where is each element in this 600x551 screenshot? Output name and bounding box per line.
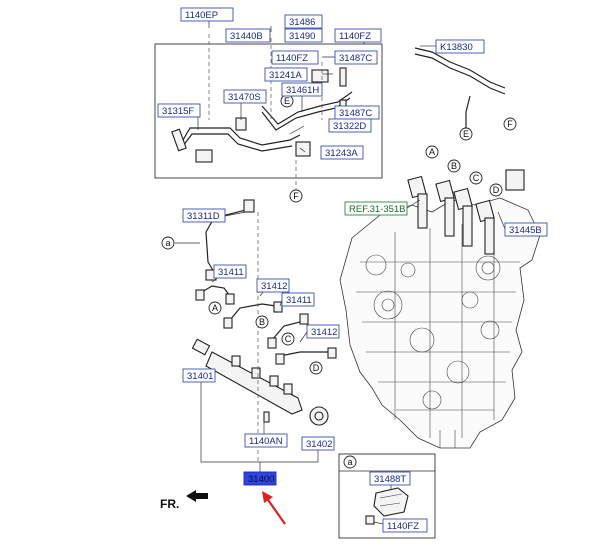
inset-detail-a: a 31488T 1140FZ bbox=[338, 453, 436, 539]
svg-text:FR.: FR. bbox=[160, 497, 179, 511]
svg-text:31470S: 31470S bbox=[228, 92, 261, 103]
callout-circle-A-pipe: A bbox=[208, 301, 222, 315]
front-arrow-icon bbox=[186, 490, 208, 502]
svg-text:31487C: 31487C bbox=[339, 53, 372, 64]
svg-text:D: D bbox=[313, 363, 320, 373]
callout-circle-B-injector: B bbox=[447, 159, 461, 173]
callout-circle-C-injector: C bbox=[469, 171, 483, 185]
svg-text:31490: 31490 bbox=[289, 31, 315, 42]
part-label-31461H[interactable]: 31461H bbox=[281, 82, 323, 97]
part-label-31411-a[interactable]: 31411 bbox=[213, 264, 247, 279]
part-label-1140FZ-top[interactable]: 1140FZ bbox=[334, 28, 382, 43]
svg-text:31401: 31401 bbox=[187, 371, 213, 382]
svg-text:A: A bbox=[212, 303, 218, 313]
part-label-1140AN[interactable]: 1140AN bbox=[244, 433, 288, 448]
injector-return-rail bbox=[414, 47, 506, 137]
svg-text:1140FZ: 1140FZ bbox=[387, 521, 419, 532]
svg-text:31402: 31402 bbox=[306, 439, 332, 450]
svg-text:31311D: 31311D bbox=[187, 211, 220, 222]
part-label-31412-a[interactable]: 31412 bbox=[256, 278, 290, 293]
svg-text:31411: 31411 bbox=[218, 267, 244, 278]
part-label-1140FZ-mid[interactable]: 1140FZ bbox=[271, 50, 319, 65]
part-label-31241A[interactable]: 31241A bbox=[264, 67, 308, 82]
svg-text:A: A bbox=[429, 147, 435, 157]
svg-text:31487C: 31487C bbox=[339, 108, 372, 119]
svg-text:31488T: 31488T bbox=[374, 474, 406, 485]
callout-circle-a-main: a bbox=[161, 236, 175, 250]
svg-text:31461H: 31461H bbox=[286, 85, 319, 96]
svg-text:31400: 31400 bbox=[248, 474, 274, 485]
svg-text:C: C bbox=[473, 173, 480, 183]
svg-text:31486: 31486 bbox=[289, 17, 315, 28]
svg-text:31412: 31412 bbox=[311, 327, 337, 338]
svg-text:REF.31-351B: REF.31-351B bbox=[349, 204, 406, 215]
svg-text:B: B bbox=[259, 317, 265, 327]
svg-text:31445B: 31445B bbox=[509, 225, 542, 236]
part-label-31486[interactable]: 31486 bbox=[284, 14, 323, 29]
part-label-31470S[interactable]: 31470S bbox=[223, 89, 267, 104]
svg-text:31243A: 31243A bbox=[325, 148, 358, 159]
callout-circle-F-right: F bbox=[503, 117, 517, 131]
callout-circle-D-pipe: D bbox=[309, 361, 323, 375]
part-label-31402[interactable]: 31402 bbox=[301, 436, 335, 451]
svg-text:31411: 31411 bbox=[286, 295, 312, 306]
part-label-31400-selected[interactable]: 31400 bbox=[243, 471, 277, 486]
callout-circle-E-right: E bbox=[459, 127, 473, 141]
svg-text:C: C bbox=[285, 334, 292, 344]
selection-pointer-arrow bbox=[262, 491, 286, 525]
svg-text:1140FZ: 1140FZ bbox=[339, 31, 371, 42]
svg-text:a: a bbox=[165, 238, 170, 248]
part-label-K13830[interactable]: K13830 bbox=[435, 39, 485, 54]
part-label-31487C-low[interactable]: 31487C bbox=[334, 105, 380, 120]
part-label-31490[interactable]: 31490 bbox=[284, 28, 323, 43]
svg-text:B: B bbox=[451, 161, 457, 171]
svg-text:F: F bbox=[507, 119, 513, 129]
svg-text:F: F bbox=[293, 191, 299, 201]
callout-circle-F-top: F bbox=[289, 189, 303, 203]
return-hose-assembly-box bbox=[154, 43, 383, 179]
leader-lines bbox=[175, 20, 506, 472]
svg-text:31412: 31412 bbox=[261, 281, 287, 292]
svg-text:E: E bbox=[284, 96, 290, 106]
svg-text:31241A: 31241A bbox=[269, 70, 302, 81]
callout-circle-B-pipe: B bbox=[255, 315, 269, 329]
high-pressure-pipes bbox=[195, 199, 337, 365]
engine-block bbox=[339, 197, 541, 449]
part-label-1140EP[interactable]: 1140EP bbox=[180, 7, 234, 22]
svg-text:E: E bbox=[463, 129, 469, 139]
svg-text:a: a bbox=[347, 457, 352, 467]
part-label-31322D[interactable]: 31322D bbox=[328, 118, 372, 133]
part-label-31311D[interactable]: 31311D bbox=[182, 208, 226, 223]
part-label-31412-b[interactable]: 31412 bbox=[306, 324, 340, 339]
part-label-31315F[interactable]: 31315F bbox=[157, 103, 201, 118]
callout-circle-E-top: E bbox=[280, 94, 294, 108]
svg-text:1140FZ: 1140FZ bbox=[276, 53, 308, 64]
common-rail bbox=[191, 338, 329, 426]
callout-circle-C-pipe: C bbox=[281, 332, 295, 346]
part-label-31488T[interactable]: 31488T bbox=[369, 471, 411, 486]
part-label-31411-b[interactable]: 31411 bbox=[281, 292, 315, 307]
part-label-31401[interactable]: 31401 bbox=[182, 368, 216, 383]
svg-text:K13830: K13830 bbox=[440, 42, 473, 53]
inset-callout-a: a bbox=[343, 455, 357, 469]
injectors bbox=[407, 169, 525, 255]
part-label-1140FZ-inset[interactable]: 1140FZ bbox=[382, 518, 428, 533]
callout-circle-D-injector: D bbox=[489, 183, 503, 197]
reference-label-31-351B[interactable]: REF.31-351B bbox=[344, 201, 408, 216]
svg-text:31315F: 31315F bbox=[162, 106, 194, 117]
part-label-31487C-top[interactable]: 31487C bbox=[334, 50, 378, 65]
part-label-31243A[interactable]: 31243A bbox=[320, 145, 364, 160]
part-label-31445B[interactable]: 31445B bbox=[504, 222, 548, 237]
svg-text:31440B: 31440B bbox=[230, 31, 263, 42]
part-label-31440B[interactable]: 31440B bbox=[225, 28, 271, 43]
svg-text:31322D: 31322D bbox=[333, 121, 366, 132]
callout-circle-A-injector: A bbox=[425, 145, 439, 159]
front-direction-indicator: FR. bbox=[160, 490, 208, 511]
svg-text:1140AN: 1140AN bbox=[249, 436, 283, 447]
svg-text:D: D bbox=[493, 185, 500, 195]
svg-text:1140EP: 1140EP bbox=[185, 10, 218, 21]
